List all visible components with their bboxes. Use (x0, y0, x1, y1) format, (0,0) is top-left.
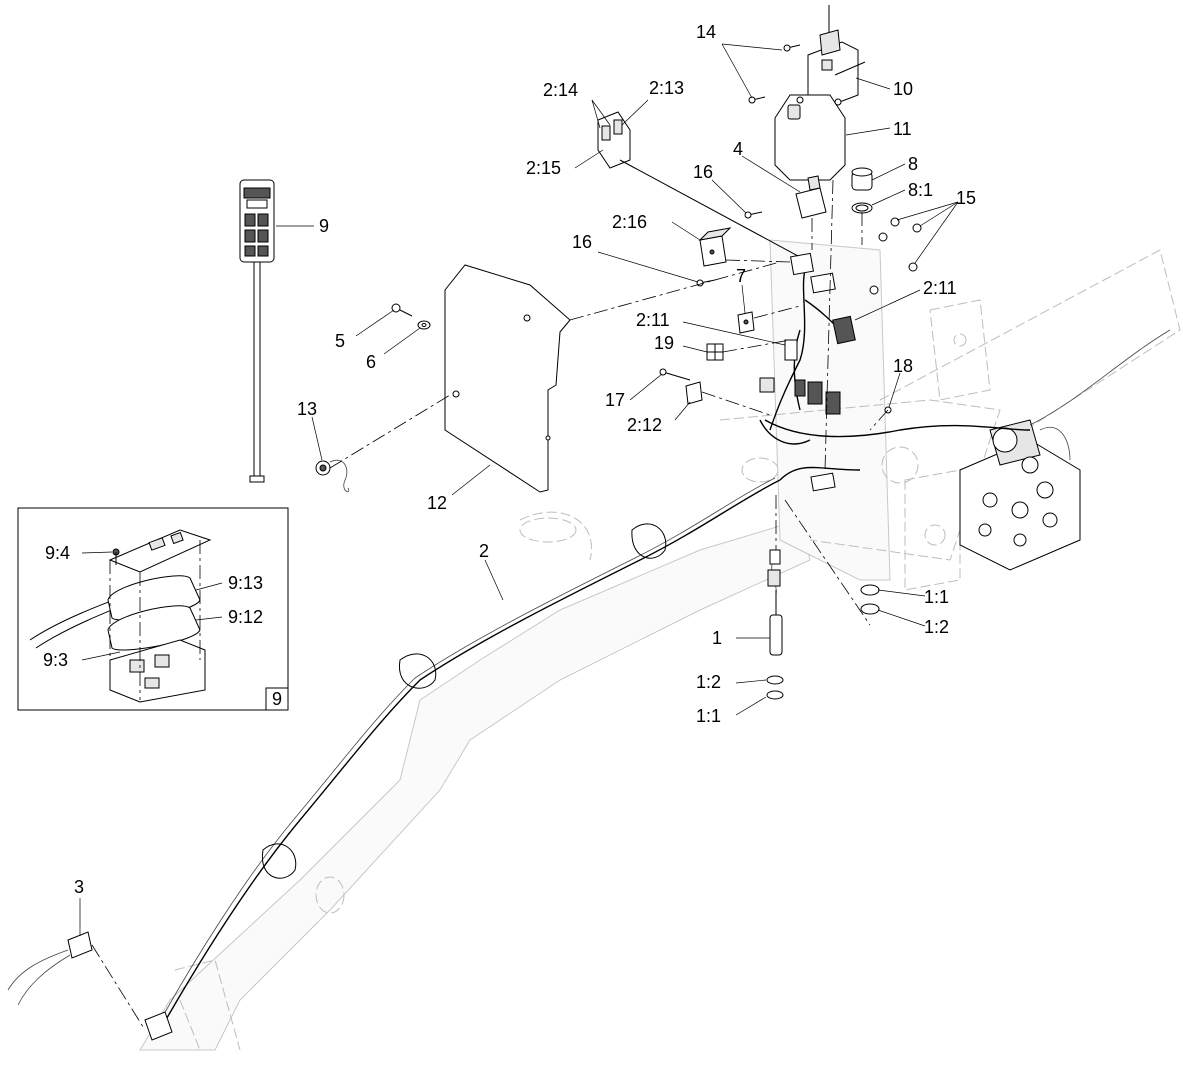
bracket-2-16 (698, 227, 732, 267)
sensor-13 (315, 459, 350, 493)
callout-18: 18 (893, 356, 913, 376)
bolt-17-and-clip-2-12 (659, 368, 703, 405)
callout-9: 9 (319, 216, 329, 236)
callout-16-upper: 16 (693, 162, 713, 182)
callout-1-1-left: 1:1 (696, 706, 721, 726)
bolt-5-washer-6 (391, 303, 431, 330)
wiring-harness (154, 252, 1171, 1031)
clip-7 (737, 311, 755, 334)
connector-3 (7, 931, 173, 1041)
callout-12: 12 (427, 493, 447, 513)
callout-labels: 14 10 11 2:14 2:13 2:15 4 16 8 8:1 15 9 … (74, 22, 976, 897)
cap-and-ring (851, 167, 873, 214)
screws-16 (696, 211, 763, 287)
inset-callout-9-13: 9:13 (228, 573, 263, 593)
inset-callout-9-3: 9:3 (43, 650, 68, 670)
alignment-lines (91, 179, 889, 1031)
callout-3: 3 (74, 877, 84, 897)
leader-lines (79, 43, 959, 936)
callout-1-2-left: 1:2 (696, 672, 721, 692)
callout-7: 7 (736, 266, 746, 286)
callout-1: 1 (712, 628, 722, 648)
callout-14: 14 (696, 22, 716, 42)
inset-callout-9-4: 9:4 (45, 543, 70, 563)
callout-1-1-right: 1:1 (924, 587, 949, 607)
mounting-plate (774, 94, 846, 181)
callout-4: 4 (733, 139, 743, 159)
grommet-19 (706, 343, 724, 361)
inset-detail-9: 9 9:4 9:13 9:12 9:3 (17, 507, 289, 711)
callout-13: 13 (297, 399, 317, 419)
callout-2-11-left: 2:11 (636, 310, 670, 330)
callout-2: 2 (479, 541, 489, 561)
callout-11: 11 (893, 119, 912, 139)
callout-8-1: 8:1 (908, 180, 933, 200)
inset-badge-box (265, 687, 289, 711)
callout-6: 6 (366, 352, 376, 372)
callout-1-2-right: 1:2 (924, 617, 949, 637)
callout-5: 5 (335, 331, 345, 351)
pin-sensor-1 (766, 549, 880, 700)
callout-15: 15 (956, 188, 976, 208)
connector-2-13-2-15 (597, 111, 799, 257)
callout-2-13: 2:13 (649, 78, 684, 98)
inset-callout-9-12: 9:12 (228, 607, 263, 627)
remote-control-9 (239, 179, 275, 483)
antenna-receiver (807, 5, 866, 109)
callout-10: 10 (893, 79, 913, 99)
callout-8: 8 (908, 154, 918, 174)
screws-14 (748, 44, 801, 104)
callout-2-12: 2:12 (627, 415, 662, 435)
inset-badge: 9 (272, 689, 282, 709)
cover-12 (444, 264, 571, 493)
callout-2-14: 2:14 (543, 80, 578, 100)
callout-17: 17 (605, 390, 625, 410)
ghost-machine-frame (139, 239, 1181, 1051)
callout-16-lower: 16 (572, 232, 592, 252)
callout-2-16: 2:16 (612, 212, 647, 232)
callout-2-11-right: 2:11 (923, 278, 957, 298)
relay-module (795, 175, 827, 219)
callout-19: 19 (654, 333, 674, 353)
callout-2-15: 2:15 (526, 158, 561, 178)
